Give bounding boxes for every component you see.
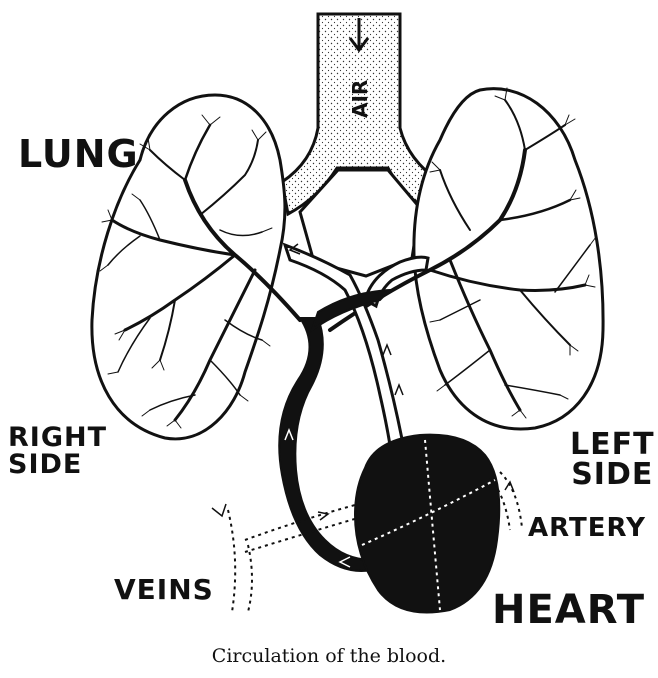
lung-label: LUNG [18,135,139,173]
vein-to-left-lung [312,290,390,330]
right-side-label: RIGHT SIDE [8,424,107,478]
figure-caption: Circulation of the blood. [0,645,658,667]
air-label: AIR [348,80,372,118]
heart-label: HEART [492,590,645,630]
artery-label: ARTERY [528,515,646,541]
left-lung [414,89,603,429]
veins-label: VEINS [114,576,214,604]
left-side-label: LEFT SIDE [570,430,655,490]
